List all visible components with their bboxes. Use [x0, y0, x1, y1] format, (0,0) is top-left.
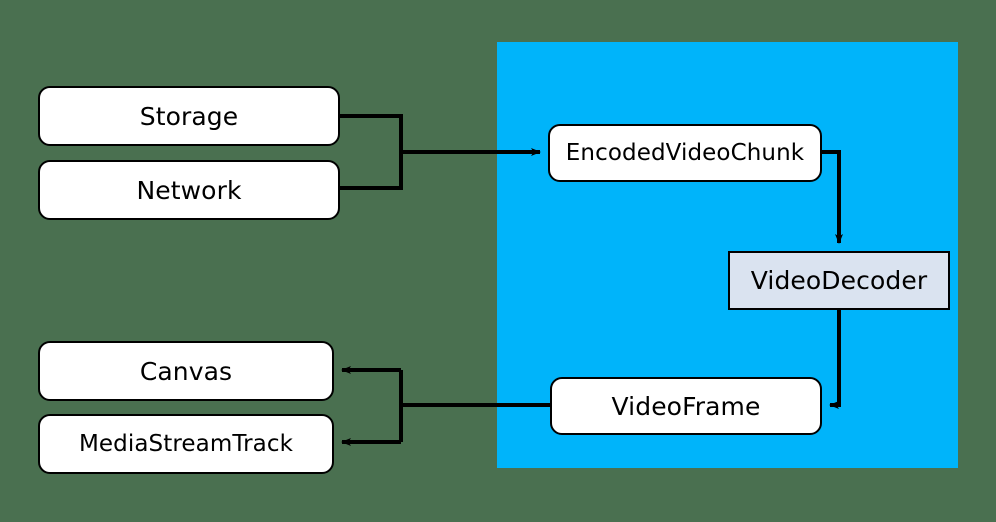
node-canvas[interactable]: Canvas [38, 341, 334, 401]
node-network-label: Network [136, 175, 242, 205]
node-videodecoder-label: VideoDecoder [750, 266, 928, 295]
node-storage[interactable]: Storage [38, 86, 340, 146]
node-canvas-label: Canvas [139, 356, 233, 386]
node-network[interactable]: Network [38, 160, 340, 220]
node-mediastreamtrack-label: MediaStreamTrack [78, 430, 294, 457]
node-storage-label: Storage [139, 101, 239, 131]
node-videodecoder[interactable]: VideoDecoder [728, 251, 950, 310]
node-videoframe[interactable]: VideoFrame [550, 377, 822, 435]
node-encodedvideochunk-label: EncodedVideoChunk [565, 139, 805, 166]
node-encodedvideochunk[interactable]: EncodedVideoChunk [548, 124, 822, 182]
node-mediastreamtrack[interactable]: MediaStreamTrack [38, 414, 334, 474]
node-videoframe-label: VideoFrame [611, 391, 761, 421]
